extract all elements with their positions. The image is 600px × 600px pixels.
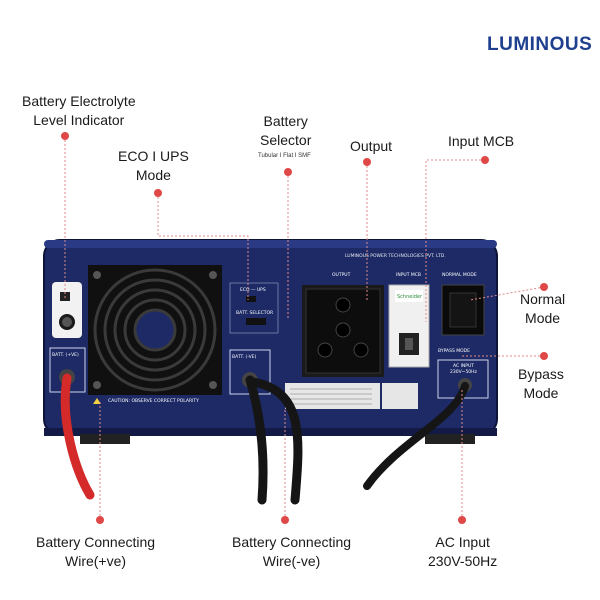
bypass-mode-tag: BYPASS MODE <box>438 348 470 354</box>
ac-input-wire <box>363 382 469 490</box>
batt-neg-tag: BATT. (-VE) <box>232 354 257 360</box>
label-line: Mode <box>523 385 559 401</box>
cooling-fan <box>88 265 222 395</box>
label-line: 230V-50Hz <box>428 553 498 569</box>
brand-logo: LUMINOUS <box>487 34 593 55</box>
output-tag: OUTPUT <box>332 272 351 278</box>
caution-text: CAUTION: OBSERVE CORRECT POLARITY <box>108 398 199 404</box>
battery-level-indicator <box>52 282 82 338</box>
label-input-mcb: Input MCB <box>448 133 515 149</box>
label-bypass-mode: Bypass Mode <box>518 365 564 403</box>
label-line: Selector <box>260 132 312 148</box>
batt-pos-tag: BATT. (+VE) <box>52 352 79 358</box>
label-line: Normal <box>520 291 566 307</box>
label-ac-input: AC Input 230V-50Hz <box>428 533 497 571</box>
label-battery-selector: Battery Selector <box>260 112 311 150</box>
input-mcb-tag: INPUT MCB <box>396 272 421 278</box>
label-battery-wire-positive: Battery Connecting Wire(+ve) <box>36 533 155 571</box>
label-line: Mode <box>135 167 171 183</box>
label-line: Mode <box>525 310 561 326</box>
label-line: Wire(-ve) <box>262 553 321 569</box>
input-mcb-switch[interactable]: Schneider <box>388 284 430 368</box>
specification-sticker <box>285 383 380 409</box>
label-eco-ups-mode: ECO I UPS Mode <box>118 147 189 185</box>
batt-selector-tag: BATT. SELECTOR <box>236 310 273 316</box>
switch-panel: ECO — UPS BATT. SELECTOR <box>229 282 279 334</box>
panel-company-text: LUMINOUS POWER TECHNOLOGIES PVT. LTD. <box>345 253 446 259</box>
label-line: ECO I UPS <box>118 148 189 164</box>
label-battery-level-indicator: Battery Electrolyte Level Indicator <box>22 92 136 130</box>
label-line: AC Input <box>435 534 490 550</box>
ac-input-rating: 230V~50Hz <box>450 369 478 375</box>
callout-lines <box>64 136 545 520</box>
label-line: Wire(+ve) <box>65 553 127 569</box>
callout-dots <box>61 132 548 524</box>
output-socket <box>302 285 384 377</box>
label-line: Battery Connecting <box>36 534 156 550</box>
label-line: Battery Electrolyte <box>22 93 136 109</box>
ac-input-tag: AC INPUT <box>453 363 474 369</box>
normal-mode-tag: NORMAL MODE <box>442 272 477 278</box>
label-normal-mode: Normal Mode <box>520 290 565 328</box>
label-line: Battery Connecting <box>232 534 352 550</box>
label-line: Level Indicator <box>33 112 125 128</box>
mcb-brand: Schneider <box>397 294 423 300</box>
label-battery-wire-negative: Battery Connecting Wire(-ve) <box>232 533 351 571</box>
eco-ups-tag: ECO — UPS <box>240 287 266 293</box>
normal-mode-switch[interactable] <box>441 284 485 336</box>
label-battery-selector-sub: Tubular I Flat I SMF <box>258 153 311 159</box>
battery-negative-wire <box>247 377 303 505</box>
label-line: Bypass <box>518 366 564 382</box>
label-output: Output <box>350 138 393 154</box>
label-line: Battery <box>263 113 308 129</box>
battery-positive-wire <box>60 373 95 500</box>
